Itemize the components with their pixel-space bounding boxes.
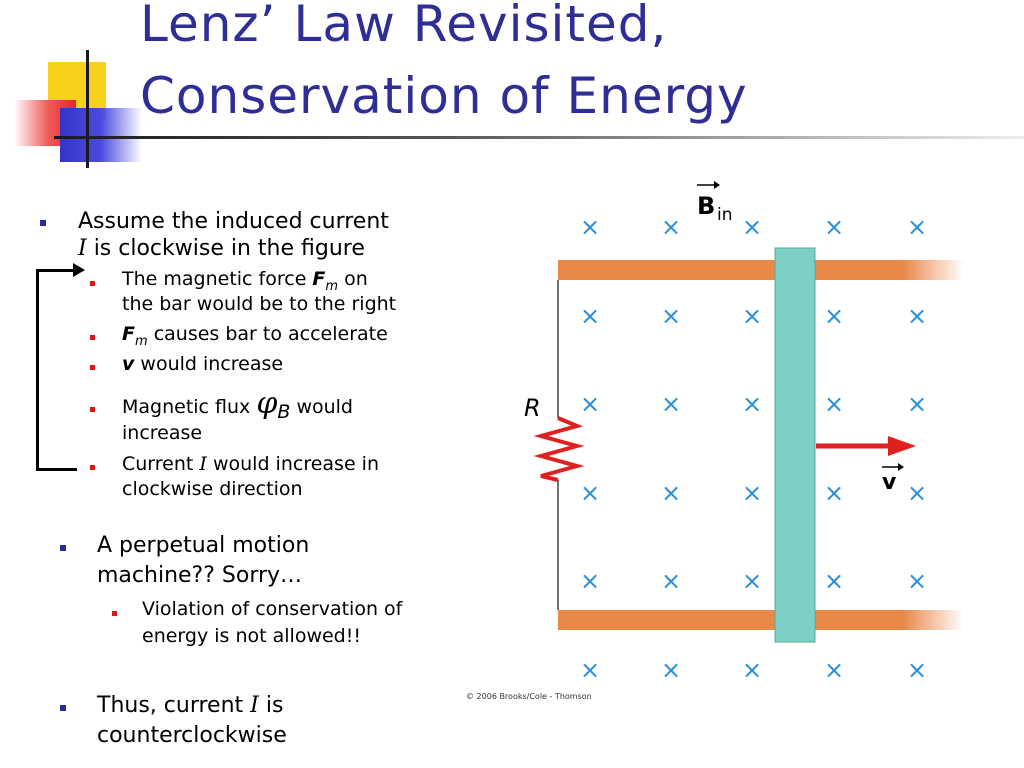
sub-bullet-marker [90, 365, 95, 370]
logo-blue-square [60, 108, 142, 162]
field-cross-icon: × [907, 302, 927, 330]
sub-bullet-marker [90, 407, 95, 412]
sub-bullet-current: Current I would increase in [122, 453, 379, 475]
bullet-1-line-2: I is clockwise in the figure [78, 236, 365, 261]
field-cross-icon: × [742, 567, 762, 595]
slide-title: Lenz’ Law Revisited, Conservation of Ene… [140, 0, 1020, 132]
sub-bullet-magnetic-force: The magnetic force Fm on [122, 268, 368, 294]
field-cross-icon: × [907, 479, 927, 507]
bullet-1-line-1: Assume the induced current [78, 209, 389, 234]
title-line-2: Conservation of Energy [140, 67, 748, 125]
top-rail [558, 260, 964, 280]
sub-bullet-marker [112, 611, 117, 616]
sub-bullet-accelerate: Fm causes bar to accelerate [122, 323, 388, 349]
sub-bullet-velocity: v would increase [122, 353, 284, 375]
bullet-marker [60, 705, 66, 711]
sub-bullet-flux: Magnetic flux φB would [122, 386, 353, 423]
sub-bullet-marker [90, 335, 95, 340]
field-cross-icon: × [824, 567, 844, 595]
field-cross-icon: × [907, 567, 927, 595]
sub-bullet-violation: Violation of conservation of [142, 598, 403, 620]
field-cross-icon: × [742, 479, 762, 507]
field-cross-icon: × [742, 302, 762, 330]
title-underline [54, 136, 1024, 139]
b-field-label: B [697, 192, 715, 220]
field-cross-icon: × [824, 390, 844, 418]
field-cross-icon: × [907, 390, 927, 418]
field-cross-icon: × [661, 390, 681, 418]
field-cross-icon: × [742, 390, 762, 418]
field-cross-icon: × [580, 302, 600, 330]
bottom-rail [558, 610, 964, 630]
field-cross-icon: × [824, 213, 844, 241]
field-cross-icon: × [824, 656, 844, 684]
velocity-label: v [882, 470, 897, 495]
field-cross-icon: × [907, 656, 927, 684]
feedback-loop-bracket [36, 269, 77, 471]
field-cross-icon: × [580, 479, 600, 507]
field-cross-icon: × [661, 479, 681, 507]
field-cross-icon: × [661, 656, 681, 684]
field-cross-icon: × [742, 656, 762, 684]
logo-vertical-line [86, 50, 89, 168]
bullet-marker [60, 545, 66, 551]
sub-bullet-marker [90, 465, 95, 470]
sub-bullet-marker [90, 281, 95, 286]
field-cross-icon: × [824, 302, 844, 330]
field-cross-icon: × [824, 479, 844, 507]
field-cross-icon: × [580, 213, 600, 241]
field-cross-icon: × [580, 567, 600, 595]
velocity-arrow-icon [888, 436, 916, 456]
resistor-label: R [524, 394, 541, 422]
title-line-1: Lenz’ Law Revisited, [140, 0, 668, 53]
bullet-3-line-2: counterclockwise [97, 723, 287, 748]
field-cross-icon: × [907, 213, 927, 241]
field-cross-icon: × [580, 656, 600, 684]
bullet-2-line-2: machine?? Sorry… [97, 563, 303, 588]
field-cross-icon: × [742, 213, 762, 241]
velocity-vector-arrow-icon [898, 463, 904, 471]
sliding-bar [774, 247, 816, 643]
sub-bullet-magnetic-force-line-2: the bar would be to the right [122, 293, 397, 315]
b-field-subscript: in [717, 205, 733, 225]
bullet-2-line-1: A perpetual motion [97, 533, 310, 558]
field-crosses: × × × × × × × × × × × × × × × × × × × × × × × × × × × × × × [580, 213, 927, 684]
sub-bullet-current-line-2: clockwise direction [122, 478, 303, 500]
bullet-3-line-1: Thus, current I is [97, 693, 284, 718]
resistor-icon [533, 416, 585, 482]
sub-bullet-flux-line-2: increase [122, 422, 203, 444]
field-cross-icon: × [661, 567, 681, 595]
sub-bullet-violation-line-2: energy is not allowed!! [142, 625, 361, 647]
field-cross-icon: × [661, 302, 681, 330]
feedback-arrow-icon [73, 263, 85, 277]
b-field-vector-arrow-icon [714, 181, 720, 189]
field-cross-icon: × [661, 213, 681, 241]
figure-credit: © 2006 Brooks/Cole - Thomson [466, 692, 592, 701]
field-cross-icon: × [580, 390, 600, 418]
bullet-marker [40, 220, 46, 226]
